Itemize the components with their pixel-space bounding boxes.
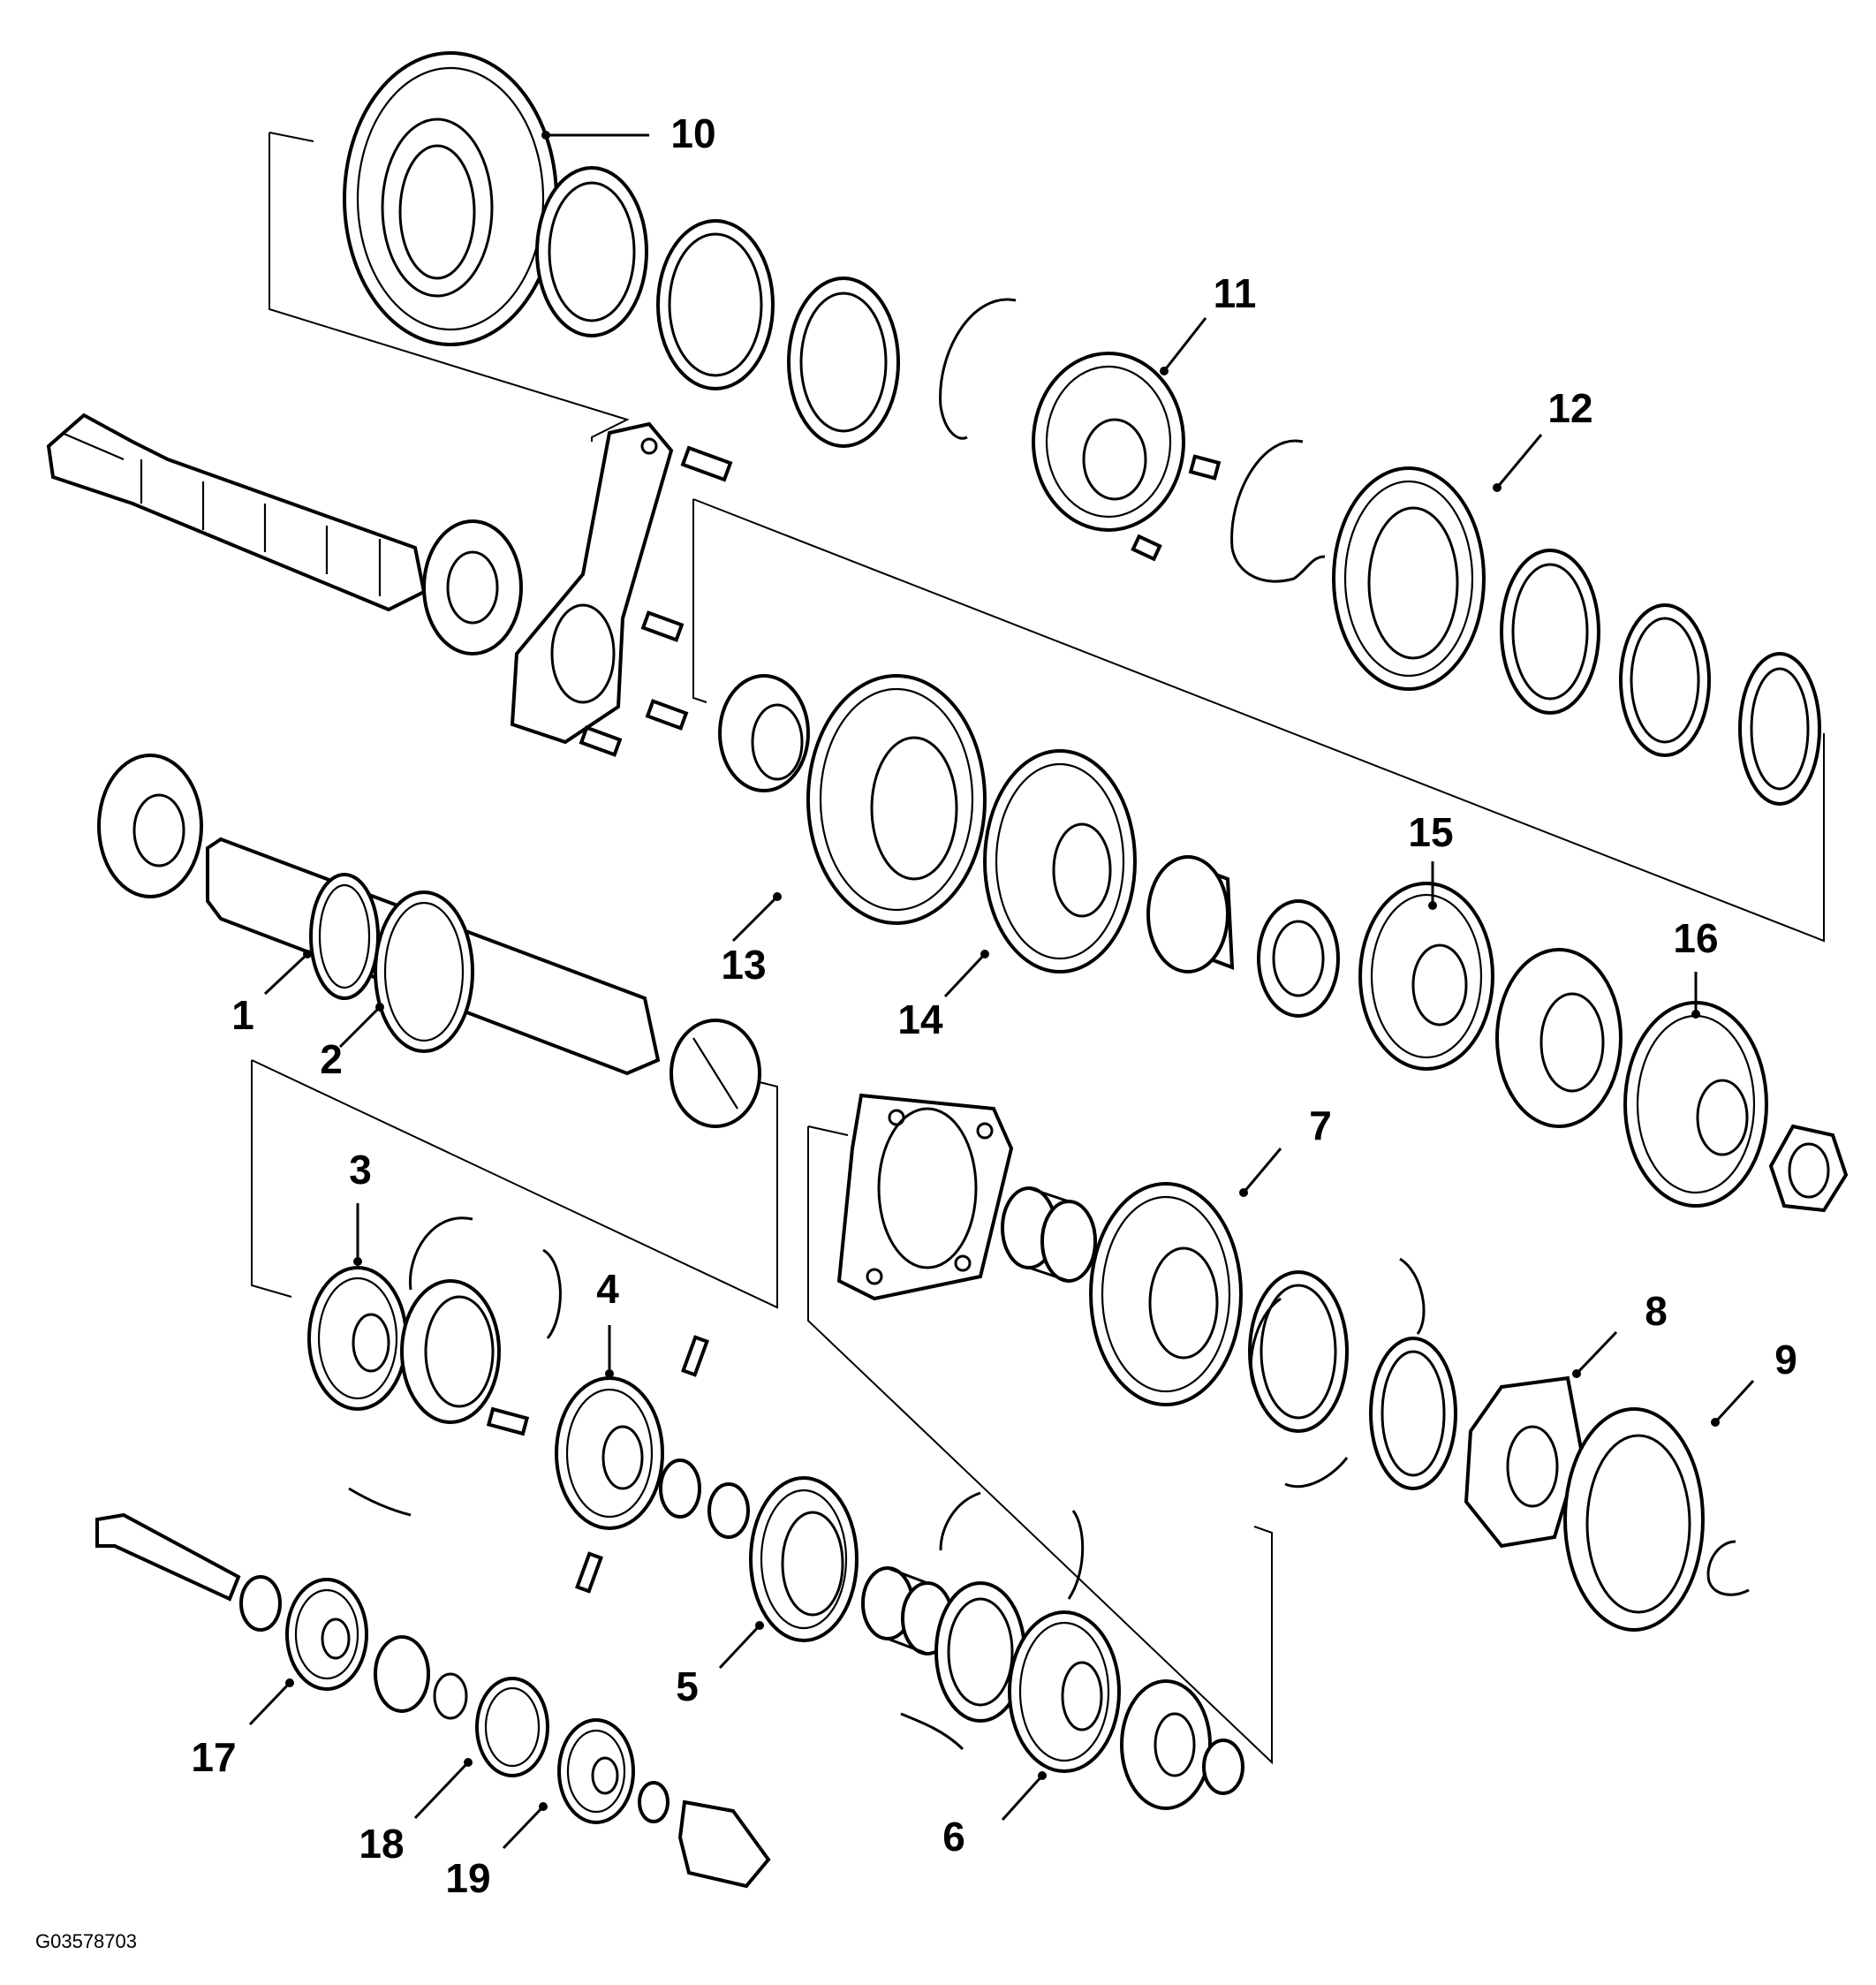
nut — [1768, 1124, 1849, 1213]
hub-8 — [1464, 1375, 1584, 1549]
callout-9: 9 — [1774, 1337, 1797, 1383]
callout-7: 7 — [1309, 1102, 1332, 1148]
callout-11: 11 — [1214, 270, 1257, 316]
callout-12: 12 — [1547, 385, 1592, 431]
group-brackets — [251, 132, 1825, 1765]
counter-bearing — [97, 754, 203, 898]
reverse-shaft — [95, 1512, 282, 1632]
callout-16: 16 — [1673, 915, 1718, 961]
gear-7 — [1089, 1182, 1243, 1406]
gear-18 — [475, 1677, 549, 1777]
callout-5: 5 — [676, 1663, 699, 1709]
leader-lines — [248, 131, 1755, 1850]
callout-17: 17 — [191, 1734, 236, 1780]
callout-4: 4 — [596, 1266, 619, 1312]
callout-13: 13 — [721, 942, 766, 988]
needle-bearing-right — [1001, 1186, 1097, 1283]
callout-2: 2 — [320, 1036, 343, 1082]
callout-15: 15 — [1408, 809, 1453, 855]
clips-left — [400, 1216, 562, 1424]
callout-8: 8 — [1645, 1288, 1668, 1334]
callout-14: 14 — [897, 996, 943, 1042]
counter-shaft — [206, 837, 761, 1128]
gear-10 — [343, 51, 558, 346]
gear-6-area — [900, 1491, 1244, 1810]
gear-3 — [307, 1266, 408, 1411]
synchro-rings-7 — [1248, 1257, 1457, 1490]
gear-17 — [285, 1578, 468, 1720]
gear-14 — [983, 749, 1137, 974]
retainer-plate — [836, 1093, 1014, 1301]
callout-3: 3 — [349, 1147, 372, 1193]
synchro-rings-upper — [535, 166, 1017, 448]
bearing-middle — [1495, 948, 1623, 1128]
gear-19 — [557, 1718, 771, 1889]
sleeve-5 — [749, 1476, 859, 1642]
figure-code: G03578703 — [35, 1930, 137, 1952]
snap-rings-left — [348, 1458, 750, 1539]
callout-1: 1 — [231, 992, 254, 1038]
gear-13 — [806, 674, 987, 925]
bushings-middle — [1146, 855, 1340, 1018]
sleeve-9 — [1563, 1407, 1750, 1632]
gear-12 — [1332, 466, 1486, 691]
callout-18: 18 — [359, 1821, 404, 1867]
callout-labels: 1 2 3 4 5 6 7 8 9 10 11 12 13 14 15 16 1… — [191, 110, 1797, 1901]
sleeve-collar — [718, 674, 810, 792]
shift-bracket-plate — [510, 421, 733, 757]
synchro-hub-11 — [1032, 352, 1326, 583]
callout-19: 19 — [445, 1855, 490, 1901]
callout-10: 10 — [670, 110, 715, 156]
synchro-hub-4 — [486, 1335, 709, 1594]
gear-15 — [1358, 882, 1494, 1071]
gear-16 — [1623, 1001, 1768, 1208]
callout-6: 6 — [942, 1814, 965, 1860]
input-bearing — [422, 519, 523, 655]
main-shaft — [46, 413, 427, 612]
synchro-rings-right — [1500, 549, 1821, 806]
